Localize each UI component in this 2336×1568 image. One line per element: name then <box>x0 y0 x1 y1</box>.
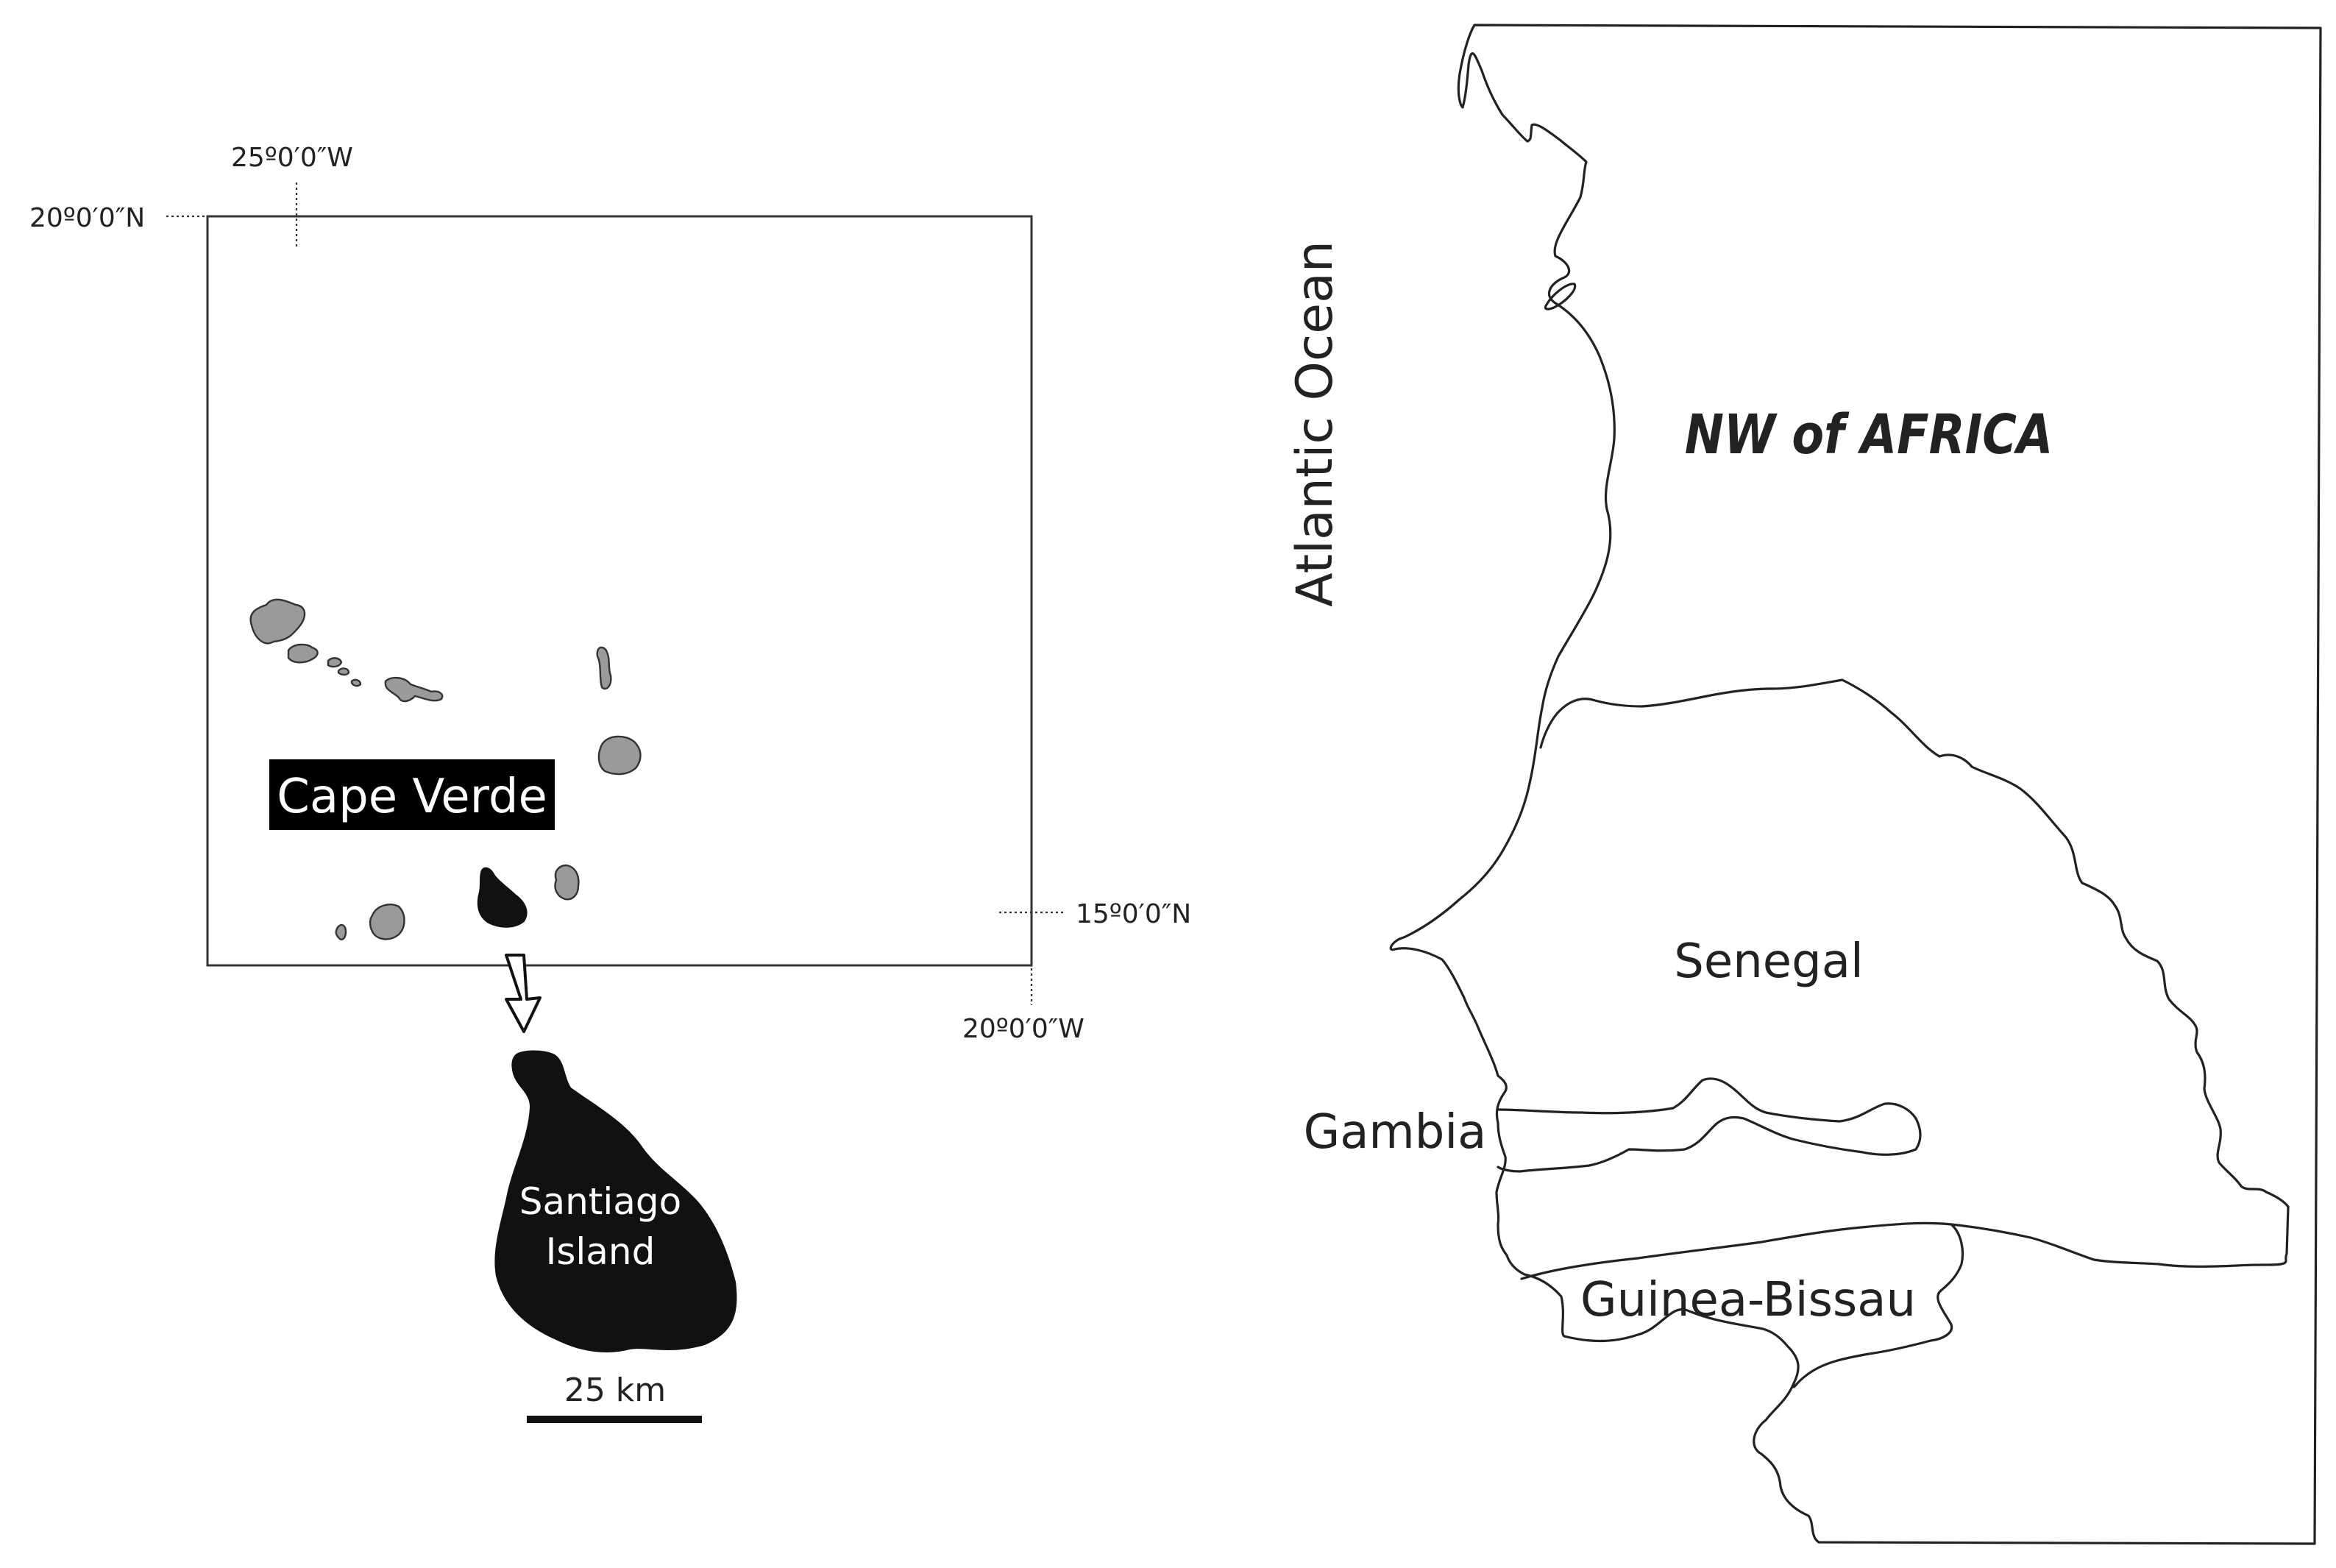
nw-africa-map: Atlantic Ocean NW of AFRICA Senegal Gamb… <box>1286 24 2322 1545</box>
island-sao-nicolau <box>384 676 444 703</box>
cape-verde-inset: 25º0′0″W 20º0′0″N 15º0′0″N 20º0′0″W Cape… <box>29 143 1191 1423</box>
atlantic-ocean-label: Atlantic Ocean <box>1286 241 1344 607</box>
island-fogo <box>369 904 405 940</box>
senegal-east-border <box>2279 1205 2290 1266</box>
island-sao-vicente <box>287 643 319 664</box>
mainland-outline <box>1389 24 2322 1545</box>
lat-20n-label: 20º0′0″N <box>29 203 145 233</box>
lon-20w-label: 20º0′0″W <box>962 1014 1084 1044</box>
gambia-label: Gambia <box>1304 1105 1487 1160</box>
gambia-north-border <box>1497 1077 1922 1173</box>
guinea-bissau-border <box>1792 1223 1964 1388</box>
island-santo-antao <box>249 598 306 645</box>
island-brava <box>335 923 347 940</box>
inset-frame <box>206 215 1033 967</box>
islet-branco <box>350 678 362 687</box>
senegal-north-border <box>1539 678 2290 1208</box>
senegal-south-border <box>1520 1221 2282 1280</box>
scale-bar <box>527 1416 702 1423</box>
coastal-lagoon <box>1544 283 1577 311</box>
guinea-bissau-label: Guinea-Bissau <box>1580 1273 1916 1327</box>
cape-verde-label-box <box>269 759 555 830</box>
island-boa-vista <box>597 735 642 776</box>
zoom-arrow-icon <box>505 954 542 1033</box>
island-santiago-highlight <box>477 867 528 928</box>
lon-25w-label: 25º0′0″W <box>231 143 353 173</box>
nw-africa-label: NW of AFRICA <box>1685 403 2053 467</box>
islet-raso <box>337 667 350 676</box>
santiago-island-shape <box>494 1050 737 1352</box>
santiago-label-line2: Island <box>546 1230 656 1273</box>
santiago-label-line1: Santiago <box>519 1180 682 1223</box>
senegal-label: Senegal <box>1674 934 1864 989</box>
scale-bar-label: 25 km <box>564 1372 666 1409</box>
island-santa-luzia <box>327 657 343 668</box>
island-maio <box>554 864 580 901</box>
lat-15n-label: 15º0′0″N <box>1076 899 1191 929</box>
island-sal <box>596 646 612 690</box>
cape-verde-label: Cape Verde <box>277 770 547 824</box>
